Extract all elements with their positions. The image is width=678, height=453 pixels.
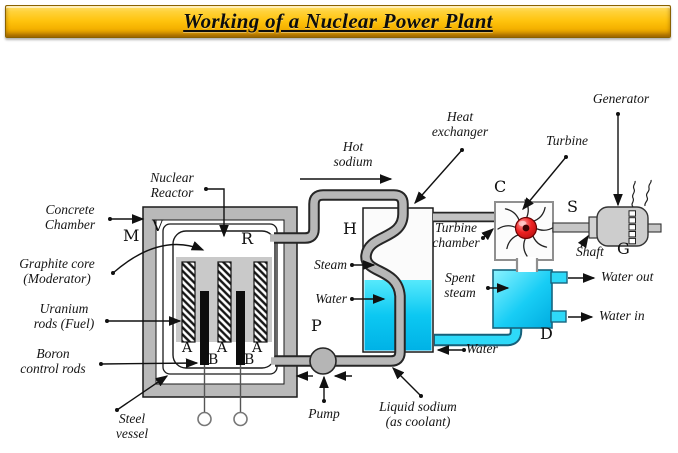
letter-r: R	[241, 229, 254, 248]
sodium-pipe	[270, 189, 409, 367]
arrow-steel-vessel	[116, 375, 169, 411]
arrow-turbine-chamber	[481, 228, 495, 241]
boron-rod	[200, 291, 209, 365]
pump	[309, 347, 337, 375]
letter-a: A	[252, 340, 263, 356]
letter-s: S	[567, 197, 578, 216]
letter-b: B	[208, 352, 219, 368]
label-water-out: Water out	[601, 269, 654, 284]
label-spent-steam: Spent steam	[444, 270, 476, 301]
letter-c: C	[494, 177, 507, 196]
label-steam: Steam	[314, 257, 347, 272]
condenser-box	[492, 269, 553, 329]
letter-g: G	[617, 239, 630, 258]
water-out-stub	[550, 271, 568, 284]
letter-a: A	[182, 340, 193, 356]
uranium-rods	[181, 261, 268, 343]
label-shaft: Shaft	[576, 244, 604, 259]
shaft-rod	[552, 222, 591, 233]
title-banner: Working of a Nuclear Power Plant	[5, 5, 671, 38]
uranium-rod	[253, 261, 268, 343]
label-water: Water	[315, 291, 347, 306]
label-graphite-core: Graphite core (Moderator)	[19, 256, 95, 287]
label-turbine-chamber: Turbine chamber	[432, 220, 480, 251]
letter-d: D	[540, 324, 553, 343]
condensed-water-pipe	[434, 324, 523, 347]
label-boron-rods: Boron control rods	[20, 346, 86, 377]
label-hot-sodium: Hot sodium	[333, 139, 373, 170]
generator-wires	[631, 179, 652, 208]
uranium-rod	[217, 261, 232, 343]
label-pump: Pump	[308, 406, 340, 421]
water-in-stub	[550, 310, 567, 323]
letter-v: V	[152, 216, 164, 235]
generator-slots	[628, 210, 636, 245]
uranium-rod	[181, 261, 196, 343]
letter-m: M	[123, 226, 140, 245]
letter-p: P	[311, 316, 322, 335]
page-title: Working of a Nuclear Power Plant	[183, 9, 493, 33]
rod-handle	[197, 411, 212, 427]
arrow-nuclear-reactor	[206, 188, 229, 238]
arrow-liquid-sodium	[392, 367, 422, 397]
rod-handle	[233, 411, 248, 427]
label-steel-vessel: Steel vessel	[115, 411, 149, 442]
label-water-in: Water in	[599, 308, 645, 323]
letter-b: B	[244, 352, 255, 368]
leader-arrows	[99, 112, 623, 412]
boron-rod	[236, 291, 245, 365]
arrow-heat-exchanger	[414, 149, 463, 205]
arrow-turbine	[522, 156, 567, 211]
label-water-return: Water	[466, 341, 498, 356]
letter-h: H	[343, 219, 357, 238]
leader-dots	[99, 112, 620, 412]
label-heat-exchanger: Heat exchanger	[431, 109, 489, 140]
label-concrete-chamber: Concrete Chamber	[44, 202, 96, 233]
label-uranium-rods: Uranium rods (Fuel)	[33, 301, 95, 332]
shaft-and-generator	[552, 179, 662, 247]
arrow-graphite-core	[112, 241, 205, 274]
spent-steam-duct	[515, 257, 539, 272]
generator-right-stub	[646, 223, 662, 233]
arrow-shaft	[577, 234, 589, 249]
label-generator: Generator	[592, 91, 650, 106]
arrow-boron-rods	[100, 358, 199, 369]
letter-a: A	[217, 340, 228, 356]
label-nuclear-reactor: Nuclear Reactor	[150, 170, 194, 201]
label-turbine: Turbine	[545, 133, 588, 148]
label-liquid-sodium: Liquid sodium (as coolant)	[379, 399, 457, 430]
boron-control-rods	[197, 291, 248, 427]
